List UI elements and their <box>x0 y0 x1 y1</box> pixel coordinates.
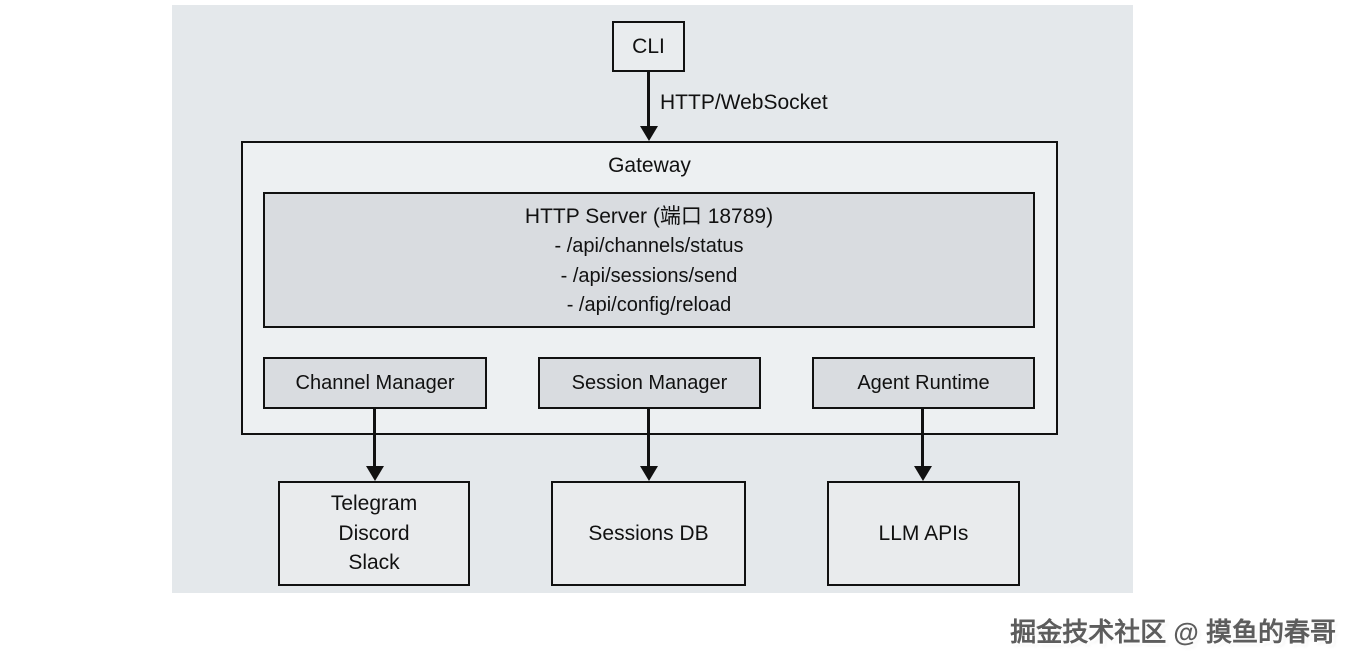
channels-node: Telegram Discord Slack <box>278 481 470 586</box>
channels-line-telegram: Telegram <box>330 492 418 516</box>
session-manager-node: Session Manager <box>538 357 761 409</box>
channels-line-discord: Discord <box>338 521 410 545</box>
sessions-db-node: Sessions DB <box>551 481 746 586</box>
gateway-title: Gateway <box>608 154 691 177</box>
arrow-session-to-db-line <box>647 408 650 467</box>
arrow-cli-to-gateway-line <box>647 71 650 128</box>
channel-manager-label: Channel Manager <box>295 371 455 394</box>
sessions-db-label: Sessions DB <box>588 521 709 545</box>
session-manager-label: Session Manager <box>571 371 728 394</box>
arrow-channel-to-telegram-line <box>373 408 376 467</box>
llm-apis-label: LLM APIs <box>878 521 969 545</box>
agent-runtime-node: Agent Runtime <box>812 357 1035 409</box>
edge-label-http-websocket: HTTP/WebSocket <box>660 91 828 114</box>
endpoint-channels-status: - /api/channels/status <box>554 235 744 257</box>
arrow-channel-to-telegram-head <box>366 466 384 481</box>
channel-manager-node: Channel Manager <box>263 357 487 409</box>
agent-runtime-label: Agent Runtime <box>857 371 990 394</box>
arrow-agent-to-llm-line <box>921 408 924 467</box>
arrow-session-to-db-head <box>640 466 658 481</box>
cli-node: CLI <box>612 21 685 72</box>
cli-node-label: CLI <box>632 34 665 58</box>
channels-line-slack: Slack <box>348 551 400 575</box>
http-server-node: HTTP Server (端口 18789) - /api/channels/s… <box>263 192 1035 328</box>
endpoint-sessions-send: - /api/sessions/send <box>560 264 738 287</box>
llm-apis-node: LLM APIs <box>827 481 1020 586</box>
arrow-agent-to-llm-head <box>914 466 932 481</box>
arrow-cli-to-gateway-head <box>640 126 658 141</box>
endpoint-config-reload: - /api/config/reload <box>566 294 732 316</box>
watermark-text: 掘金技术社区 @ 摸鱼的春哥 <box>1010 617 1336 647</box>
http-server-title: HTTP Server (端口 18789) <box>524 205 774 228</box>
